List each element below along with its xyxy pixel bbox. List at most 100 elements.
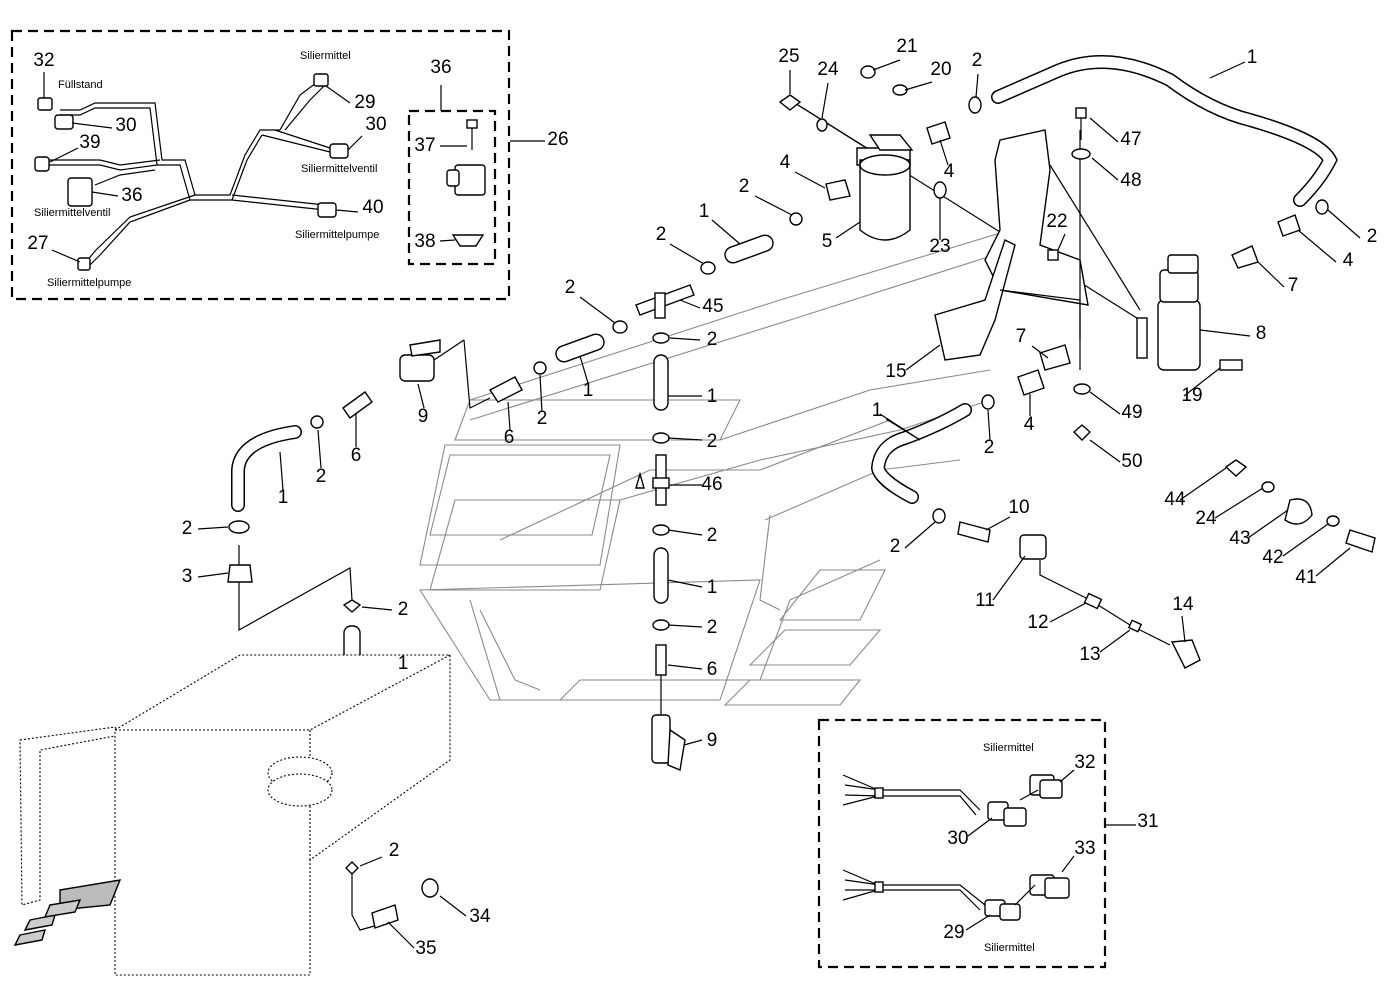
callout-number: 2 [316, 466, 327, 487]
center-vertical-stack [635, 332, 703, 771]
part-label: Siliermittelpumpe [47, 277, 131, 289]
callout-number: 1 [699, 201, 710, 222]
harness-detail-box [10, 29, 545, 301]
callout-number: 2 [890, 536, 901, 557]
callout-number: 6 [504, 427, 515, 448]
callout-number: 10 [1008, 497, 1029, 518]
callout-number: 6 [707, 659, 718, 680]
callout-number: 12 [1027, 612, 1048, 633]
callout-number: 36 [430, 57, 451, 78]
text-labels: FüllstandSiliermittelSiliermittelventilS… [34, 50, 1035, 954]
callout-number: 32 [1074, 752, 1095, 773]
callout-number: 24 [817, 59, 839, 80]
callout-number: 2 [1367, 226, 1378, 247]
callout-number: 6 [351, 445, 362, 466]
callout-number: 1 [872, 400, 883, 421]
callout-number: 22 [1046, 211, 1067, 232]
part-label: Füllstand [58, 79, 103, 91]
callout-number: 38 [414, 231, 435, 252]
callout-number: 40 [362, 197, 383, 218]
callout-number: 2 [398, 599, 409, 620]
part-label: Siliermittel [984, 942, 1035, 954]
callout-number: 13 [1079, 644, 1100, 665]
callout-number: 15 [885, 361, 906, 382]
part-label: Siliermittelventil [301, 163, 377, 175]
callout-number: 29 [354, 92, 375, 113]
callout-number: 3 [182, 566, 193, 587]
callout-number: 2 [537, 408, 548, 429]
callout-number: 9 [707, 730, 718, 751]
callout-number: 4 [1343, 250, 1354, 271]
callout-number: 19 [1181, 385, 1202, 406]
callout-number: 20 [930, 59, 951, 80]
callout-number: 32 [33, 50, 54, 71]
callout-number: 39 [79, 132, 100, 153]
callout-number: 50 [1121, 451, 1142, 472]
callout-number: 4 [780, 152, 791, 173]
callout-number: 36 [121, 185, 142, 206]
callout-number: 30 [365, 114, 386, 135]
callout-number: 2 [707, 525, 718, 546]
callout-number: 26 [547, 129, 568, 150]
callout-number: 1 [707, 386, 718, 407]
callout-number: 1 [707, 577, 718, 598]
callout-number: 9 [418, 406, 429, 427]
callout-number: 5 [822, 231, 833, 252]
callout-number: 2 [389, 840, 400, 861]
callout-number: 43 [1229, 528, 1250, 549]
callout-number: 31 [1137, 811, 1158, 832]
callout-number: 46 [701, 474, 722, 495]
callout-number: 42 [1262, 547, 1283, 568]
callout-number: 25 [778, 46, 799, 67]
callout-number: 34 [469, 906, 491, 927]
callout-number: 1 [398, 653, 409, 674]
callout-number: 30 [947, 828, 968, 849]
callout-number: 8 [1256, 323, 1267, 344]
callout-number: 2 [182, 518, 193, 539]
callout-number: 21 [896, 36, 917, 57]
callout-number: 4 [1024, 414, 1035, 435]
callout-number: 2 [707, 617, 718, 638]
filter-and-bracket [555, 59, 1361, 463]
part-label: Siliermittel [983, 742, 1034, 754]
callout-number: 37 [414, 135, 435, 156]
callout-number: 48 [1120, 170, 1141, 191]
callout-number: 7 [1288, 275, 1299, 296]
callout-number: 2 [707, 329, 718, 350]
part-label: Siliermittelventil [34, 207, 110, 219]
callout-number: 1 [278, 487, 289, 508]
callout-number: 49 [1121, 402, 1142, 423]
callout-number: 1 [583, 380, 594, 401]
callout-number: 47 [1120, 129, 1141, 150]
callout-number: 2 [565, 277, 576, 298]
harness-detail-box-31 [817, 718, 1136, 969]
callout-number: 2 [707, 431, 718, 452]
callout-number: 23 [929, 236, 950, 257]
callout-number: 30 [115, 115, 136, 136]
machine-ghost-outline [419, 229, 1011, 706]
callout-number: 33 [1074, 838, 1095, 859]
callout-number: 2 [739, 176, 750, 197]
callout-number: 27 [27, 233, 48, 254]
callout-number: 41 [1295, 567, 1316, 588]
callout-number: 29 [943, 922, 964, 943]
callout-number: 2 [656, 224, 667, 245]
callout-number: 45 [702, 296, 723, 317]
callout-number: 7 [1016, 326, 1027, 347]
callout-number: 4 [944, 161, 955, 182]
callout-number: 1 [1247, 47, 1258, 68]
tank-outline [13, 654, 467, 976]
callout-number: 14 [1172, 594, 1194, 615]
right-hose-fittings [870, 403, 1376, 669]
callout-number: 44 [1164, 489, 1186, 510]
hose-top-right [991, 55, 1338, 207]
left-hose-branch [197, 339, 589, 770]
callout-number: 2 [972, 50, 983, 71]
callout-number: 2 [984, 437, 995, 458]
callout-number: 35 [415, 938, 436, 959]
part-label: Siliermittelpumpe [295, 229, 379, 241]
callout-number: 11 [975, 590, 995, 611]
part-label: Siliermittel [300, 50, 351, 62]
